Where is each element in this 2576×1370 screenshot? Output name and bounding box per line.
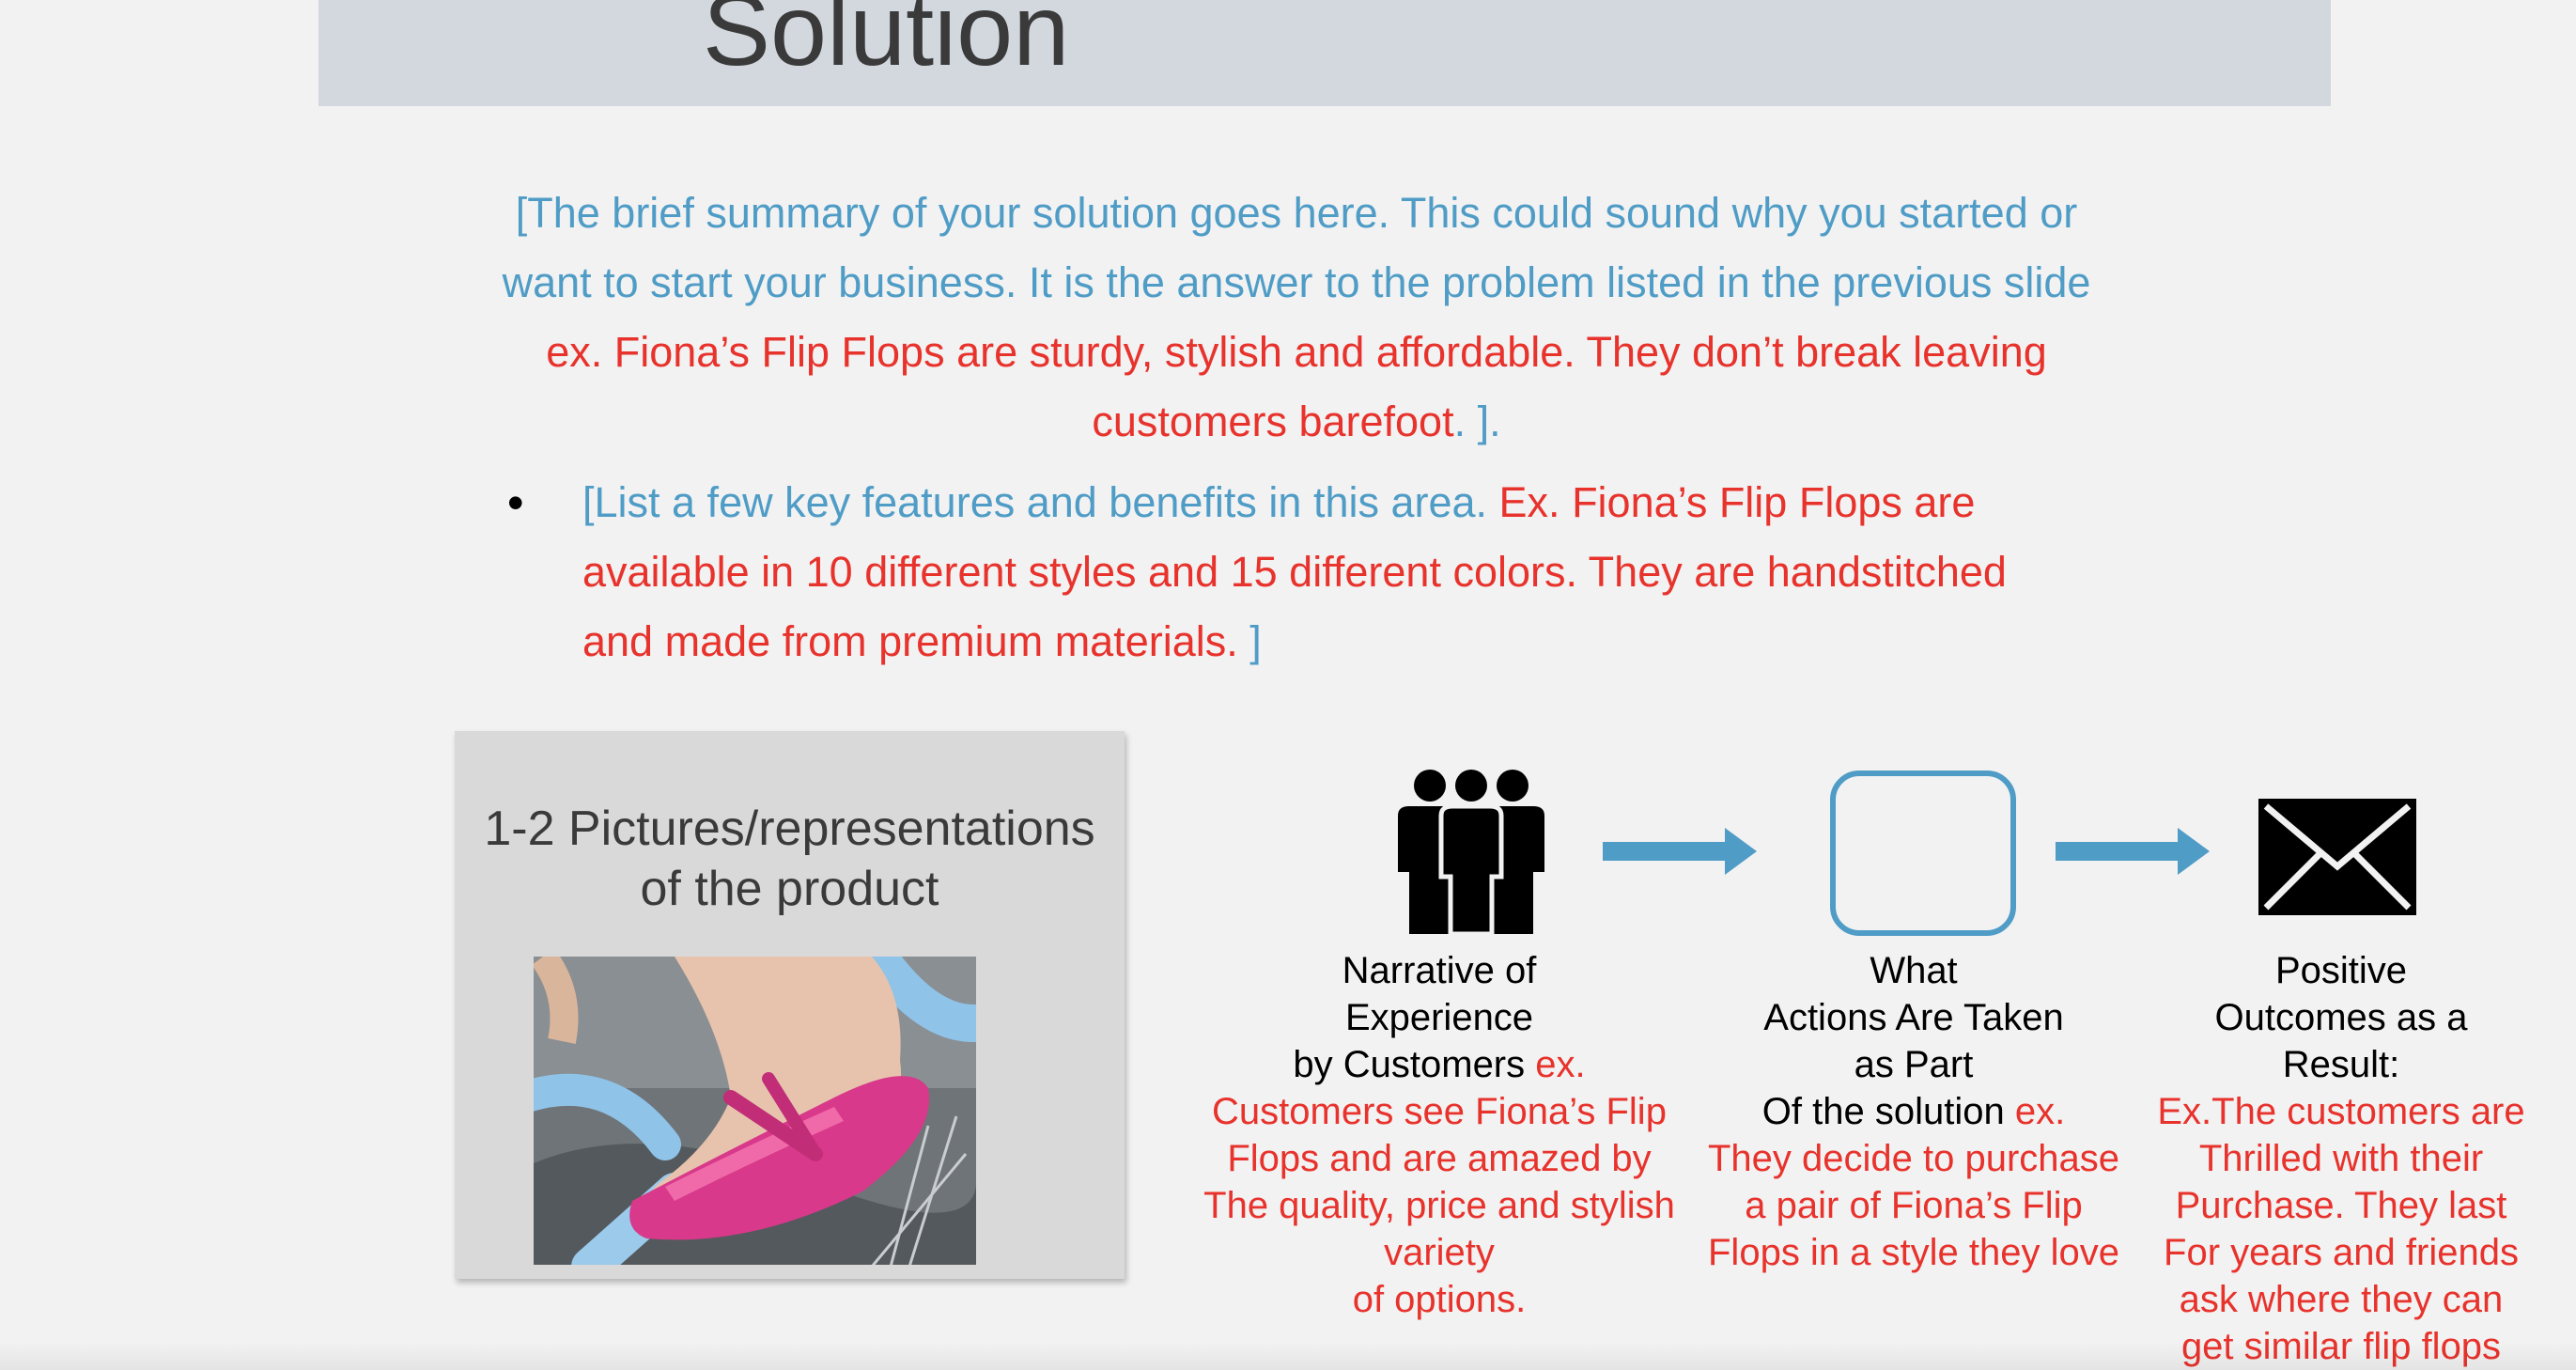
flow-step-example-line: a pair of Fiona’s Flip: [1745, 1185, 2083, 1226]
features-end-text: ]: [1249, 617, 1262, 665]
flow-step-example-line: They decide to purchase: [1707, 1138, 2120, 1179]
flow-step-line: Actions Are Taken: [1763, 997, 2064, 1038]
flow-step-line: Outcomes as a: [2214, 997, 2468, 1038]
flow-step-line: Result:: [2282, 1044, 2400, 1085]
flow-step-line: Narrative of: [1342, 950, 1537, 991]
flip-flop-photo: [534, 957, 976, 1265]
features-blue-text: [List a few key features and benefits in…: [582, 478, 1499, 526]
flow-step-example-line: Flops in a style they love: [1708, 1232, 2119, 1273]
summary-blue-text: [The brief summary of your solution goes…: [502, 189, 2091, 306]
bullet-dot-icon: •: [507, 476, 524, 529]
flow-step-example-line: Customers see Fiona’s Flip: [1212, 1091, 1667, 1132]
slide-title: Solution: [703, 0, 1070, 86]
right-arrow-icon: [1603, 828, 1757, 875]
summary-example-text: ex. Fiona’s Flip Flops are sturdy, styli…: [546, 328, 2047, 445]
rounded-square-icon[interactable]: [1830, 771, 2016, 936]
picture-caption-line2: of the product: [640, 862, 939, 916]
title-bar: [318, 0, 2331, 106]
flow-step-example-line: ask where they can: [2179, 1279, 2504, 1320]
features-text: [List a few key features and benefits in…: [582, 468, 2029, 677]
flow-step-customers: Narrative of Experience by Customers ex.…: [1186, 947, 1693, 1323]
envelope-icon: [2258, 799, 2416, 915]
flow-step-text: Of the solution: [1761, 1091, 2015, 1132]
flow-step-line-mixed: Of the solution ex.: [1660, 1088, 2167, 1135]
flow-step-line: as Part: [1854, 1044, 1974, 1085]
summary-end-text: . ].: [1453, 397, 1501, 445]
flow-step-line-mixed: by Customers ex.: [1186, 1041, 1693, 1088]
flow-step-text: by Customers: [1293, 1044, 1536, 1085]
picture-caption: 1-2 Pictures/representations of the prod…: [455, 799, 1125, 919]
flow-step-actions: What Actions Are Taken as Part Of the so…: [1660, 947, 2167, 1276]
flow-step-example-line: Purchase. They last: [2175, 1185, 2507, 1226]
flow-step-example-line: The quality, price and stylish: [1203, 1185, 1675, 1226]
solution-summary: [The brief summary of your solution goes…: [489, 179, 2104, 457]
flow-step-example-line: get similar flip flops: [2087, 1323, 2576, 1370]
product-picture-placeholder[interactable]: 1-2 Pictures/representations of the prod…: [455, 731, 1125, 1279]
bottom-shadow: [0, 1342, 2576, 1370]
features-example-text: Ex. Fiona’s Flip Flops are available in …: [582, 478, 2007, 665]
flow-step-example-line: variety: [1384, 1232, 1495, 1273]
flow-step-line: Positive: [2274, 950, 2408, 991]
flow-step-example-line: Flops and are amazed by: [1227, 1138, 1652, 1179]
group-people-icon: [1396, 769, 1546, 937]
picture-caption-line1: 1-2 Pictures/representations: [484, 802, 1095, 856]
flow-step-line: What: [1870, 950, 1958, 991]
flow-step-line: Experience: [1344, 997, 1534, 1038]
flow-step-example-line: Thrilled with their: [2198, 1138, 2484, 1179]
right-arrow-icon: [2056, 828, 2210, 875]
flow-step-example-line: Ex.The customers are: [2157, 1091, 2525, 1132]
flow-step-example-line: of options.: [1352, 1279, 1527, 1320]
flow-step-example-text: ex.: [1535, 1044, 1586, 1085]
flow-step-example-line: For years and friends: [2164, 1232, 2519, 1273]
flow-step-outcomes: Positive Outcomes as a Result: Ex.The cu…: [2087, 947, 2576, 1370]
flow-step-example-text: ex.: [2014, 1091, 2066, 1132]
